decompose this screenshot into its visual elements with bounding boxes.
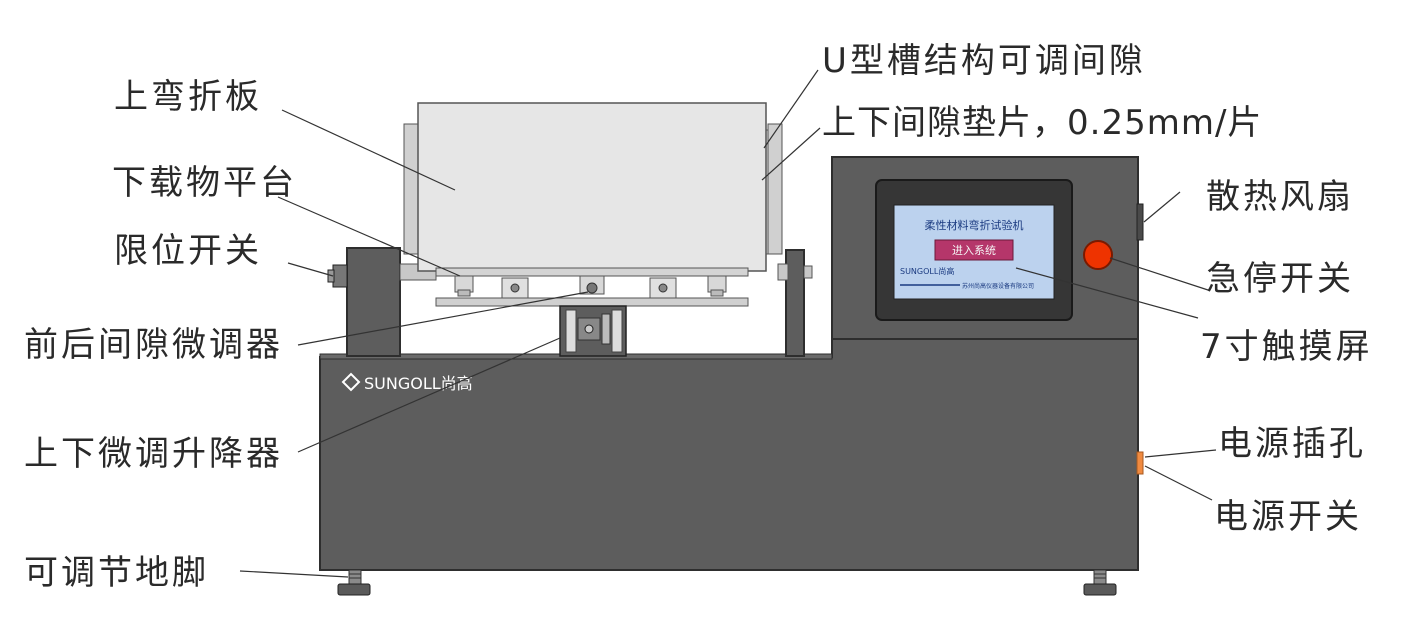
power-socket <box>1136 451 1144 475</box>
label-lower-platform: 下载物平台 <box>112 163 297 203</box>
clamp-strip <box>435 267 749 277</box>
enter-system-label: 进入系统 <box>952 244 996 257</box>
label-limit-switch: 限位开关 <box>114 231 262 271</box>
screen-title: 柔性材料弯折试验机 <box>925 218 1024 232</box>
label-gap-shim: 上下间隙垫片，0.25mm/片 <box>822 103 1263 143</box>
label-power-socket: 电源插孔 <box>1218 424 1366 464</box>
adjustable-foot-left <box>337 569 371 596</box>
label-touch-screen: 7寸触摸屏 <box>1200 327 1373 367</box>
touch-screen: 柔性材料弯折试验机 进入系统 SUNGOLL尚高 苏州尚高仪器设备有限公司 <box>875 179 1073 321</box>
clamp-blocks <box>454 275 727 299</box>
label-u-groove: U型槽结构可调间隙 <box>822 41 1146 81</box>
screen-footer: 苏州尚高仪器设备有限公司 <box>962 282 1034 290</box>
right-post <box>785 249 805 357</box>
label-upper-bend-plate: 上弯折板 <box>114 77 262 117</box>
label-adjustable-feet: 可调节地脚 <box>24 553 209 593</box>
up-down-lifter <box>559 305 627 357</box>
label-front-back-adjuster: 前后间隙微调器 <box>24 325 283 365</box>
cooling-fan <box>1136 203 1144 241</box>
lower-platform <box>435 297 749 307</box>
screen-logo: SUNGOLL尚高 <box>900 266 954 276</box>
label-up-down-lifter: 上下微调升降器 <box>24 434 283 474</box>
emergency-stop-button[interactable] <box>1083 240 1113 270</box>
label-power-switch: 电源开关 <box>1214 497 1362 537</box>
leader-lines <box>239 69 1217 578</box>
adjustable-foot-right <box>1083 569 1117 596</box>
label-emergency-stop: 急停开关 <box>1206 259 1354 299</box>
label-cooling-fan: 散热风扇 <box>1206 177 1354 217</box>
left-post <box>346 247 401 357</box>
upper-bend-plate <box>417 102 767 272</box>
enter-system-button[interactable] <box>934 239 1014 261</box>
